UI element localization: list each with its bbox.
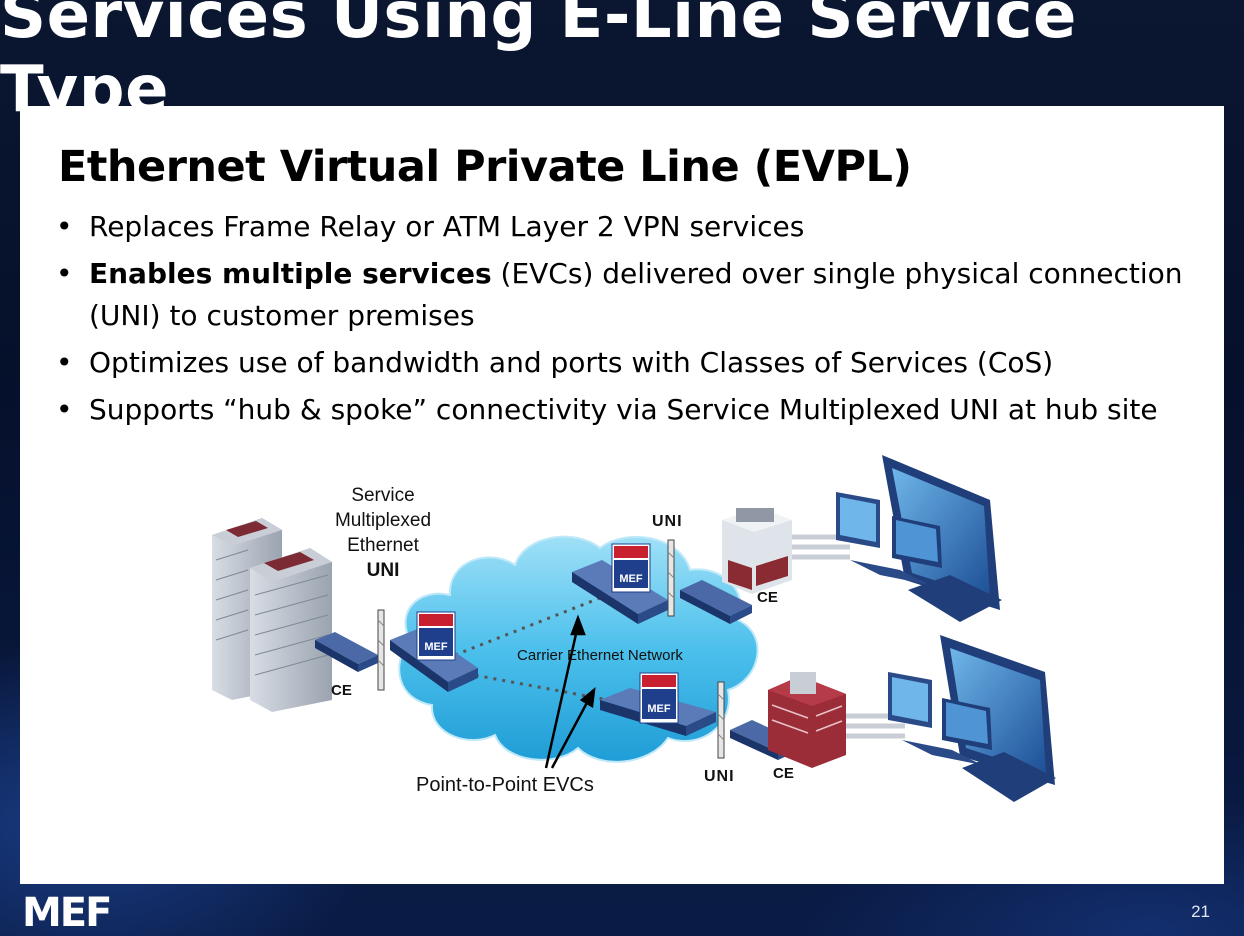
network-label: Carrier Ethernet Network <box>517 647 683 664</box>
uni-label-bottom: UNI <box>704 768 735 785</box>
svg-text:MEF: MEF <box>647 703 671 715</box>
svg-text:MEF: MEF <box>22 894 110 930</box>
mef-logo-icon: MEF <box>22 894 112 930</box>
bullet-text: Optimizes use of bandwidth and ports wit… <box>89 346 1054 379</box>
svg-text:MEF: MEF <box>619 573 643 585</box>
slide-subtitle: Ethernet Virtual Private Line (EVPL) <box>58 142 912 192</box>
evc-label: Point-to-Point EVCs <box>416 774 594 796</box>
evc-pointer-arrows <box>544 614 596 769</box>
ce-label-bottom: CE <box>773 765 794 782</box>
mef-certified-badge-icon: MEF <box>416 611 456 661</box>
hub-ce-device-icon <box>315 632 378 672</box>
mef-certified-badge-icon: MEF <box>611 543 651 593</box>
service-multiplexed-uni-label: Service Multiplexed Ethernet UNI <box>322 483 444 583</box>
uni-demarcation-post-icon <box>377 539 725 759</box>
page-number: 21 <box>1191 902 1210 921</box>
customer-equipment-bottom-icon <box>888 635 1056 802</box>
hub-site-building-icon <box>212 518 332 712</box>
smu-label-line-bold: UNI <box>366 560 400 581</box>
ce-label-top: CE <box>757 589 778 606</box>
smu-label-line: Multiplexed <box>334 510 432 531</box>
uni-label-top: UNI <box>652 513 683 530</box>
remote-ce-device-top-icon <box>680 580 752 624</box>
remote-site-building-top-icon <box>722 508 792 594</box>
bullet-text: Supports “hub & spoke” connectivity via … <box>89 393 1158 426</box>
evc-dotted-lines <box>454 596 636 707</box>
bullet-item: Optimizes use of bandwidth and ports wit… <box>54 342 1204 384</box>
mef-certified-badge-icon: MEF <box>639 672 679 724</box>
smu-label-line: Ethernet <box>347 535 419 556</box>
ce-label-hub: CE <box>331 682 352 699</box>
bullet-list: Replaces Frame Relay or ATM Layer 2 VPN … <box>54 206 1204 436</box>
bullet-item: Replaces Frame Relay or ATM Layer 2 VPN … <box>54 206 1204 248</box>
smu-label-line: Service <box>351 485 415 506</box>
slide-title: Services Using E-Line Service Type <box>0 0 1077 127</box>
remote-site-building-bottom-icon <box>768 672 846 768</box>
customer-equipment-top-icon <box>836 455 1002 622</box>
bullet-item: Supports “hub & spoke” connectivity via … <box>54 389 1204 431</box>
bullet-text: (EVCs) delivered over single physical co… <box>89 257 1183 332</box>
svg-text:MEF: MEF <box>424 641 448 653</box>
bullet-item: Enables multiple services (EVCs) deliver… <box>54 253 1204 337</box>
bullet-bold-text: Enables multiple services <box>89 257 492 290</box>
bullet-text: Replaces Frame Relay or ATM Layer 2 VPN … <box>89 210 805 243</box>
